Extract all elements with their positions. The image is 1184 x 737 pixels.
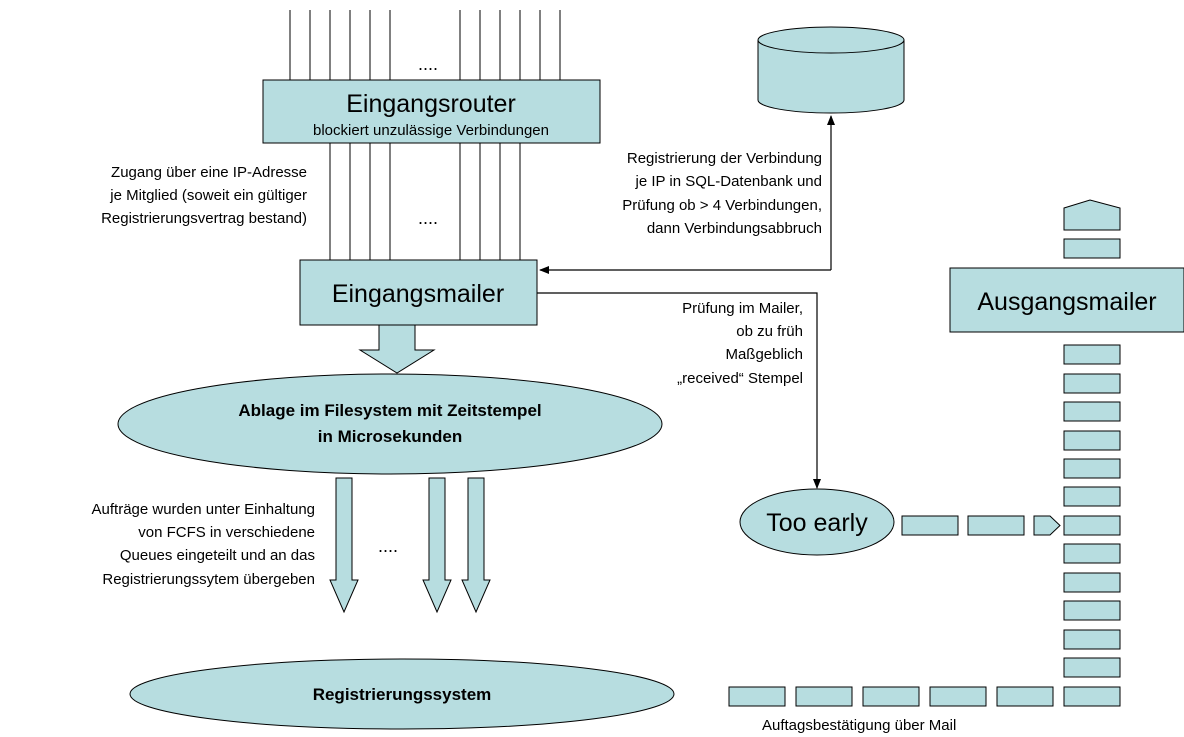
middle-connections-ellipsis: .... [418,208,438,228]
zugang-line-1: Zugang über eine IP-Adresse [111,164,307,181]
vertical-queue-block [1063,401,1121,422]
registrierung-line-3: Prüfung ob > 4 Verbindungen, [622,197,822,214]
bestaetigung-label: Auftagsbestätigung über Mail [762,717,956,734]
vertical-queue-block [1063,686,1121,707]
ablage-line-2: in Microsekunden [318,427,463,446]
registrierung-annotation: Registrierung der Verbindung je IP in SQ… [622,150,822,237]
bottom-queue-block [996,686,1054,707]
vertical-queue-block [1063,486,1121,507]
vertical-queue-block [1063,629,1121,650]
too-early-queue-block-2 [967,515,1025,536]
ausgangsmailer-box: Ausgangsmailer [949,267,1184,333]
mailer-to-too-early-arrow [537,292,821,489]
too-early-queue-arrow-tip [1033,515,1061,536]
vertical-queue-block [1063,543,1121,564]
mailer-to-ablage-block-arrow [358,324,436,374]
router-to-mailer-lines [329,143,521,260]
registrierung-line-1: Registrierung der Verbindung [627,150,822,167]
vertical-queue-block [1063,238,1121,259]
auftraege-line-1: Aufträge wurden unter Einhaltung [92,501,315,518]
auftraege-line-4: Registrierungssytem übergeben [102,571,315,588]
pruefung-line-3: Maßgeblich [725,346,803,363]
zugang-line-3: Registrierungsvertrag bestand) [101,210,307,227]
auftraege-line-3: Queues eingeteilt und an das [120,547,315,564]
bottom-queue-block [728,686,786,707]
incoming-connection-lines [289,10,561,80]
bottom-queue-block [929,686,987,707]
pruefung-line-2: ob zu früh [736,323,803,340]
registrierung-line-2: je IP in SQL-Datenbank und [634,173,822,190]
too-early-queue-block-1 [901,515,959,536]
vertical-queue-block [1063,344,1121,365]
eingangsmailer-box: Eingangsmailer [299,259,538,326]
vertical-queue-block [1063,600,1121,621]
pruefung-line-4: „received“ Stempel [677,370,803,387]
zugang-annotation: Zugang über eine IP-Adresse je Mitglied … [101,164,307,227]
too-early-queue [901,515,1061,536]
queue-arrow-1 [329,477,359,614]
database-cylinder-icon [757,26,905,114]
ausgangsmailer-label: Ausgangsmailer [977,288,1156,316]
top-connections-ellipsis: .... [418,54,438,74]
queues-ellipsis: .... [378,536,398,556]
zugang-line-2: je Mitglied (soweit ein gültiger [109,187,307,204]
vertical-queue-top-block [1063,199,1121,231]
queue-block-arrows [329,477,491,614]
bottom-horizontal-queue [728,686,1054,707]
vertical-queue-block [1063,515,1121,536]
eingangsrouter-subtitle: blockiert unzulässige Verbindungen [313,122,549,139]
auftraege-annotation: Aufträge wurden unter Einhaltung von FCF… [92,501,315,588]
registrierung-line-4: dann Verbindungsabbruch [647,220,822,237]
eingangsrouter-box: Eingangsrouter blockiert unzulässige Ver… [262,79,601,144]
bottom-queue-block [795,686,853,707]
eingangsrouter-title: Eingangsrouter [346,90,516,118]
registrierungssystem-label: Registrierungssystem [313,685,492,704]
auftraege-line-2: von FCFS in verschiedene [138,524,315,541]
vertical-queue-block [1063,458,1121,479]
too-early-label: Too early [766,509,868,537]
ablage-line-1: Ablage im Filesystem mit Zeitstempel [238,401,541,420]
eingangsmailer-label: Eingangsmailer [332,280,504,308]
registrierungssystem-ellipse: Registrierungssystem [129,658,675,730]
vertical-queue-block [1063,373,1121,394]
too-early-ellipse: Too early [739,488,895,556]
ablage-ellipse: Ablage im Filesystem mit Zeitstempel in … [117,373,663,475]
queue-arrow-2 [422,477,452,614]
bottom-queue-block [862,686,920,707]
vertical-queue-block [1063,657,1121,678]
vertical-queue-block [1063,572,1121,593]
pruefung-annotation: Prüfung im Mailer, ob zu früh Maßgeblich… [677,300,803,387]
outgoing-vertical-queue [1063,199,1121,707]
queue-arrow-3 [461,477,491,614]
mailer-database-link [539,115,835,274]
vertical-queue-block [1063,430,1121,451]
pruefung-line-1: Prüfung im Mailer, [682,300,803,317]
